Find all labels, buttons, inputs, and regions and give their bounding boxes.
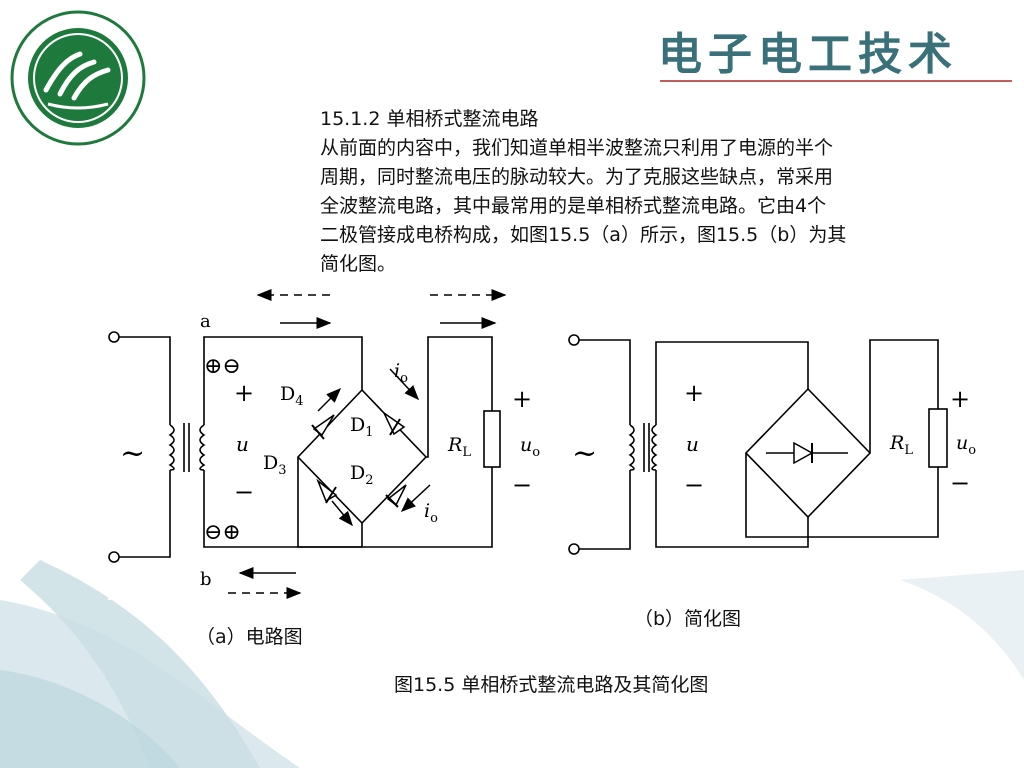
- plus-label-b: +: [684, 379, 704, 407]
- top-polarity-label: ⊕⊖: [204, 354, 241, 379]
- paragraph-line: 从前面的内容中，我们知道单相半波整流只利用了电源的半个: [320, 137, 834, 159]
- d2-subscript: 2: [365, 473, 373, 488]
- u-label-b: u: [686, 432, 699, 456]
- section-heading: 15.1.2 单相桥式整流电路: [320, 108, 539, 130]
- minus-label-b: −: [684, 471, 704, 499]
- paragraph-line: 二极管接成电桥构成，如图15.5（a）所示，图15.5（b）为其: [320, 224, 847, 246]
- io-bottom-label: i: [424, 500, 430, 522]
- circuit-figure: a b ⊕⊖ ⊖⊕ + − ~ u D4 D1 D3 D2 io io RL +…: [108, 289, 976, 600]
- circuit-b: [568, 334, 948, 555]
- svg-text:RL: RL: [447, 434, 471, 460]
- leaf-background: [0, 560, 1024, 768]
- uo-b-label: u: [956, 432, 968, 454]
- svg-text:io: io: [394, 360, 408, 386]
- uo-minus-b: −: [950, 469, 970, 497]
- io-top-label: i: [394, 360, 400, 382]
- caption-circuit-a: （a）电路图: [196, 626, 303, 648]
- svg-text:uo: uo: [956, 432, 976, 458]
- minus-label: −: [234, 478, 254, 506]
- io-bottom-subscript: o: [430, 511, 438, 526]
- svg-text:RL: RL: [889, 432, 913, 458]
- ac-source-symbol-b: ~: [572, 436, 597, 471]
- ac-source-symbol: ~: [120, 436, 145, 471]
- svg-text:D1: D1: [350, 414, 374, 440]
- d2-label: D: [350, 462, 365, 484]
- paragraph-line: 全波整流电路，其中最常用的是单相桥式整流电路。它由4个: [320, 195, 827, 217]
- d4-label: D: [280, 383, 295, 405]
- banner-rule: [660, 80, 1012, 82]
- rl-b-subscript: L: [904, 443, 913, 458]
- diode-d1: [382, 410, 406, 436]
- u-label: u: [236, 432, 249, 456]
- d1-label: D: [350, 414, 365, 436]
- d3-subscript: 3: [278, 463, 286, 478]
- uo-b-subscript: o: [968, 443, 976, 458]
- d1-subscript: 1: [365, 425, 373, 440]
- node-b-label: b: [200, 569, 212, 590]
- bottom-polarity-label: ⊖⊕: [204, 520, 241, 545]
- rl-b-label: R: [889, 432, 904, 454]
- circuit-a: [108, 331, 501, 563]
- paragraph-line: 周期，同时整流电压的脉动较大。为了克服这些缺点，常采用: [320, 166, 834, 188]
- figure-caption: 图15.5 单相桥式整流电路及其简化图: [394, 674, 709, 696]
- course-banner: 电子电工技术: [630, 10, 1018, 96]
- uo-plus-b: +: [950, 385, 970, 413]
- uo-a-label: u: [520, 434, 532, 456]
- svg-text:io: io: [424, 500, 438, 526]
- io-top-subscript: o: [400, 371, 408, 386]
- university-logo: [10, 10, 146, 146]
- svg-text:D2: D2: [350, 462, 374, 488]
- rl-a-label: R: [447, 434, 462, 456]
- diode-b: [793, 441, 814, 465]
- svg-text:D3: D3: [263, 452, 287, 478]
- d4-subscript: 4: [295, 394, 303, 409]
- svg-text:D4: D4: [280, 383, 304, 409]
- uo-minus-a: −: [512, 471, 532, 499]
- d3-label: D: [263, 452, 278, 474]
- node-a-label: a: [200, 311, 211, 332]
- intro-paragraph: 从前面的内容中，我们知道单相半波整流只利用了电源的半个 周期，同时整流电压的脉动…: [320, 134, 1010, 279]
- caption-circuit-b: （b）简化图: [634, 608, 742, 630]
- svg-text:uo: uo: [520, 434, 540, 460]
- uo-plus-a: +: [512, 385, 532, 413]
- uo-a-subscript: o: [532, 445, 540, 460]
- plus-label: +: [234, 379, 254, 407]
- rl-a-subscript: L: [462, 445, 471, 460]
- paragraph-line: 简化图。: [320, 253, 397, 275]
- course-title: 电子电工技术: [658, 29, 958, 80]
